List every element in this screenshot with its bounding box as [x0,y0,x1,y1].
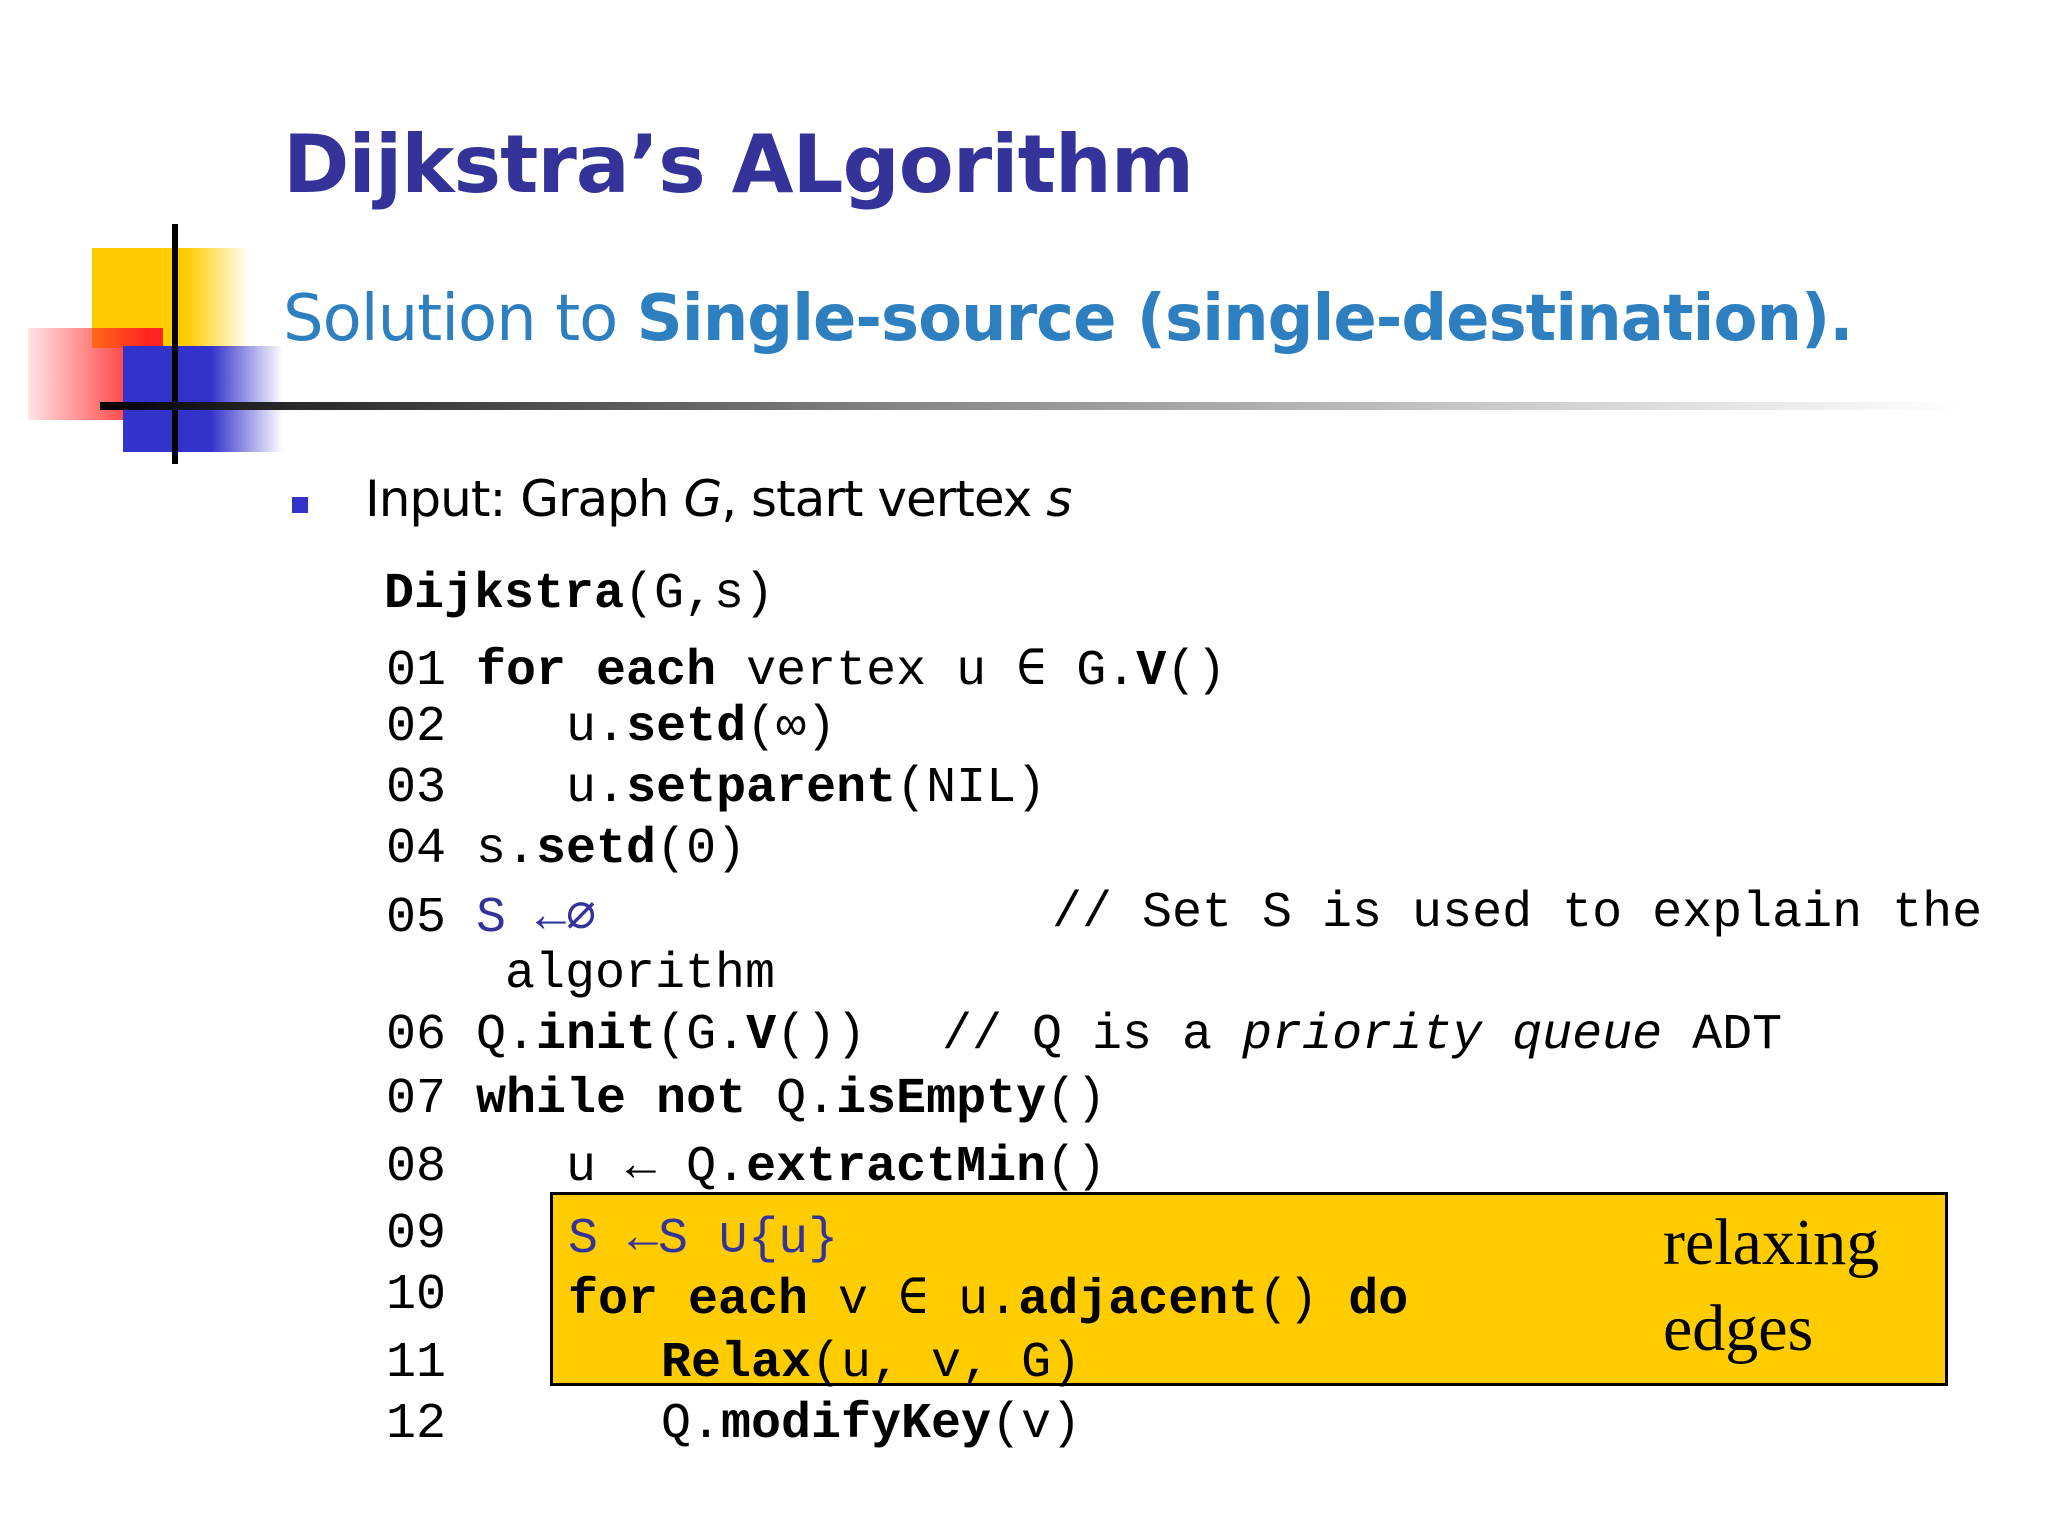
code-line-01: 01 for each vertex u ∈ G.V() [386,643,1227,700]
code-line-03: 03 u.setparent(NIL) [386,760,1047,817]
code-line-12-body: Q.modifyKey(v) [661,1396,1082,1453]
code-line-04: 04 s.setd(0) [386,821,747,878]
slide-title: Dijkstra’s ALgorithm [283,118,1194,211]
code-line-07: 07 while not Q.isEmpty() [386,1071,1107,1128]
code-line-09: 09 [386,1206,447,1263]
code-line-06: 06 Q.init(G.V()) [386,1007,867,1064]
relax-highlight-box [550,1192,1948,1386]
code-header: Dijkstra(G,s) [384,566,775,623]
code-comment-05: // Set S is used to explain the [1052,885,1983,942]
code-line-12: 12 [386,1396,447,1453]
code-comment-05-wrap: algorithm [505,946,776,1003]
slide-subtitle: Solution to Single-source (single-destin… [283,282,1854,356]
decor-blue-block [123,346,283,452]
code-line-02: 02 u.setd(∞) [386,699,837,756]
decor-vertical-line [172,224,178,464]
code-line-09-body: S ←S ∪{u} [568,1211,839,1268]
code-line-08: 08 u ← Q.extractMin() [386,1139,1107,1196]
title-divider-line [100,402,1960,410]
code-line-10: 10 [386,1267,447,1324]
code-line-05: 05 S ←∅ [386,890,597,947]
code-line-11-body: Relax(u, v, G) [661,1335,1082,1392]
code-line-11: 11 [386,1335,447,1392]
code-comment-06: // Q is a priority queue ADT [942,1007,1783,1064]
code-line-10-body: for each v ∈ u.adjacent() do [568,1272,1409,1329]
bullet-input: Input: Graph G, start vertex s [365,470,1072,528]
bullet-icon [292,497,308,513]
